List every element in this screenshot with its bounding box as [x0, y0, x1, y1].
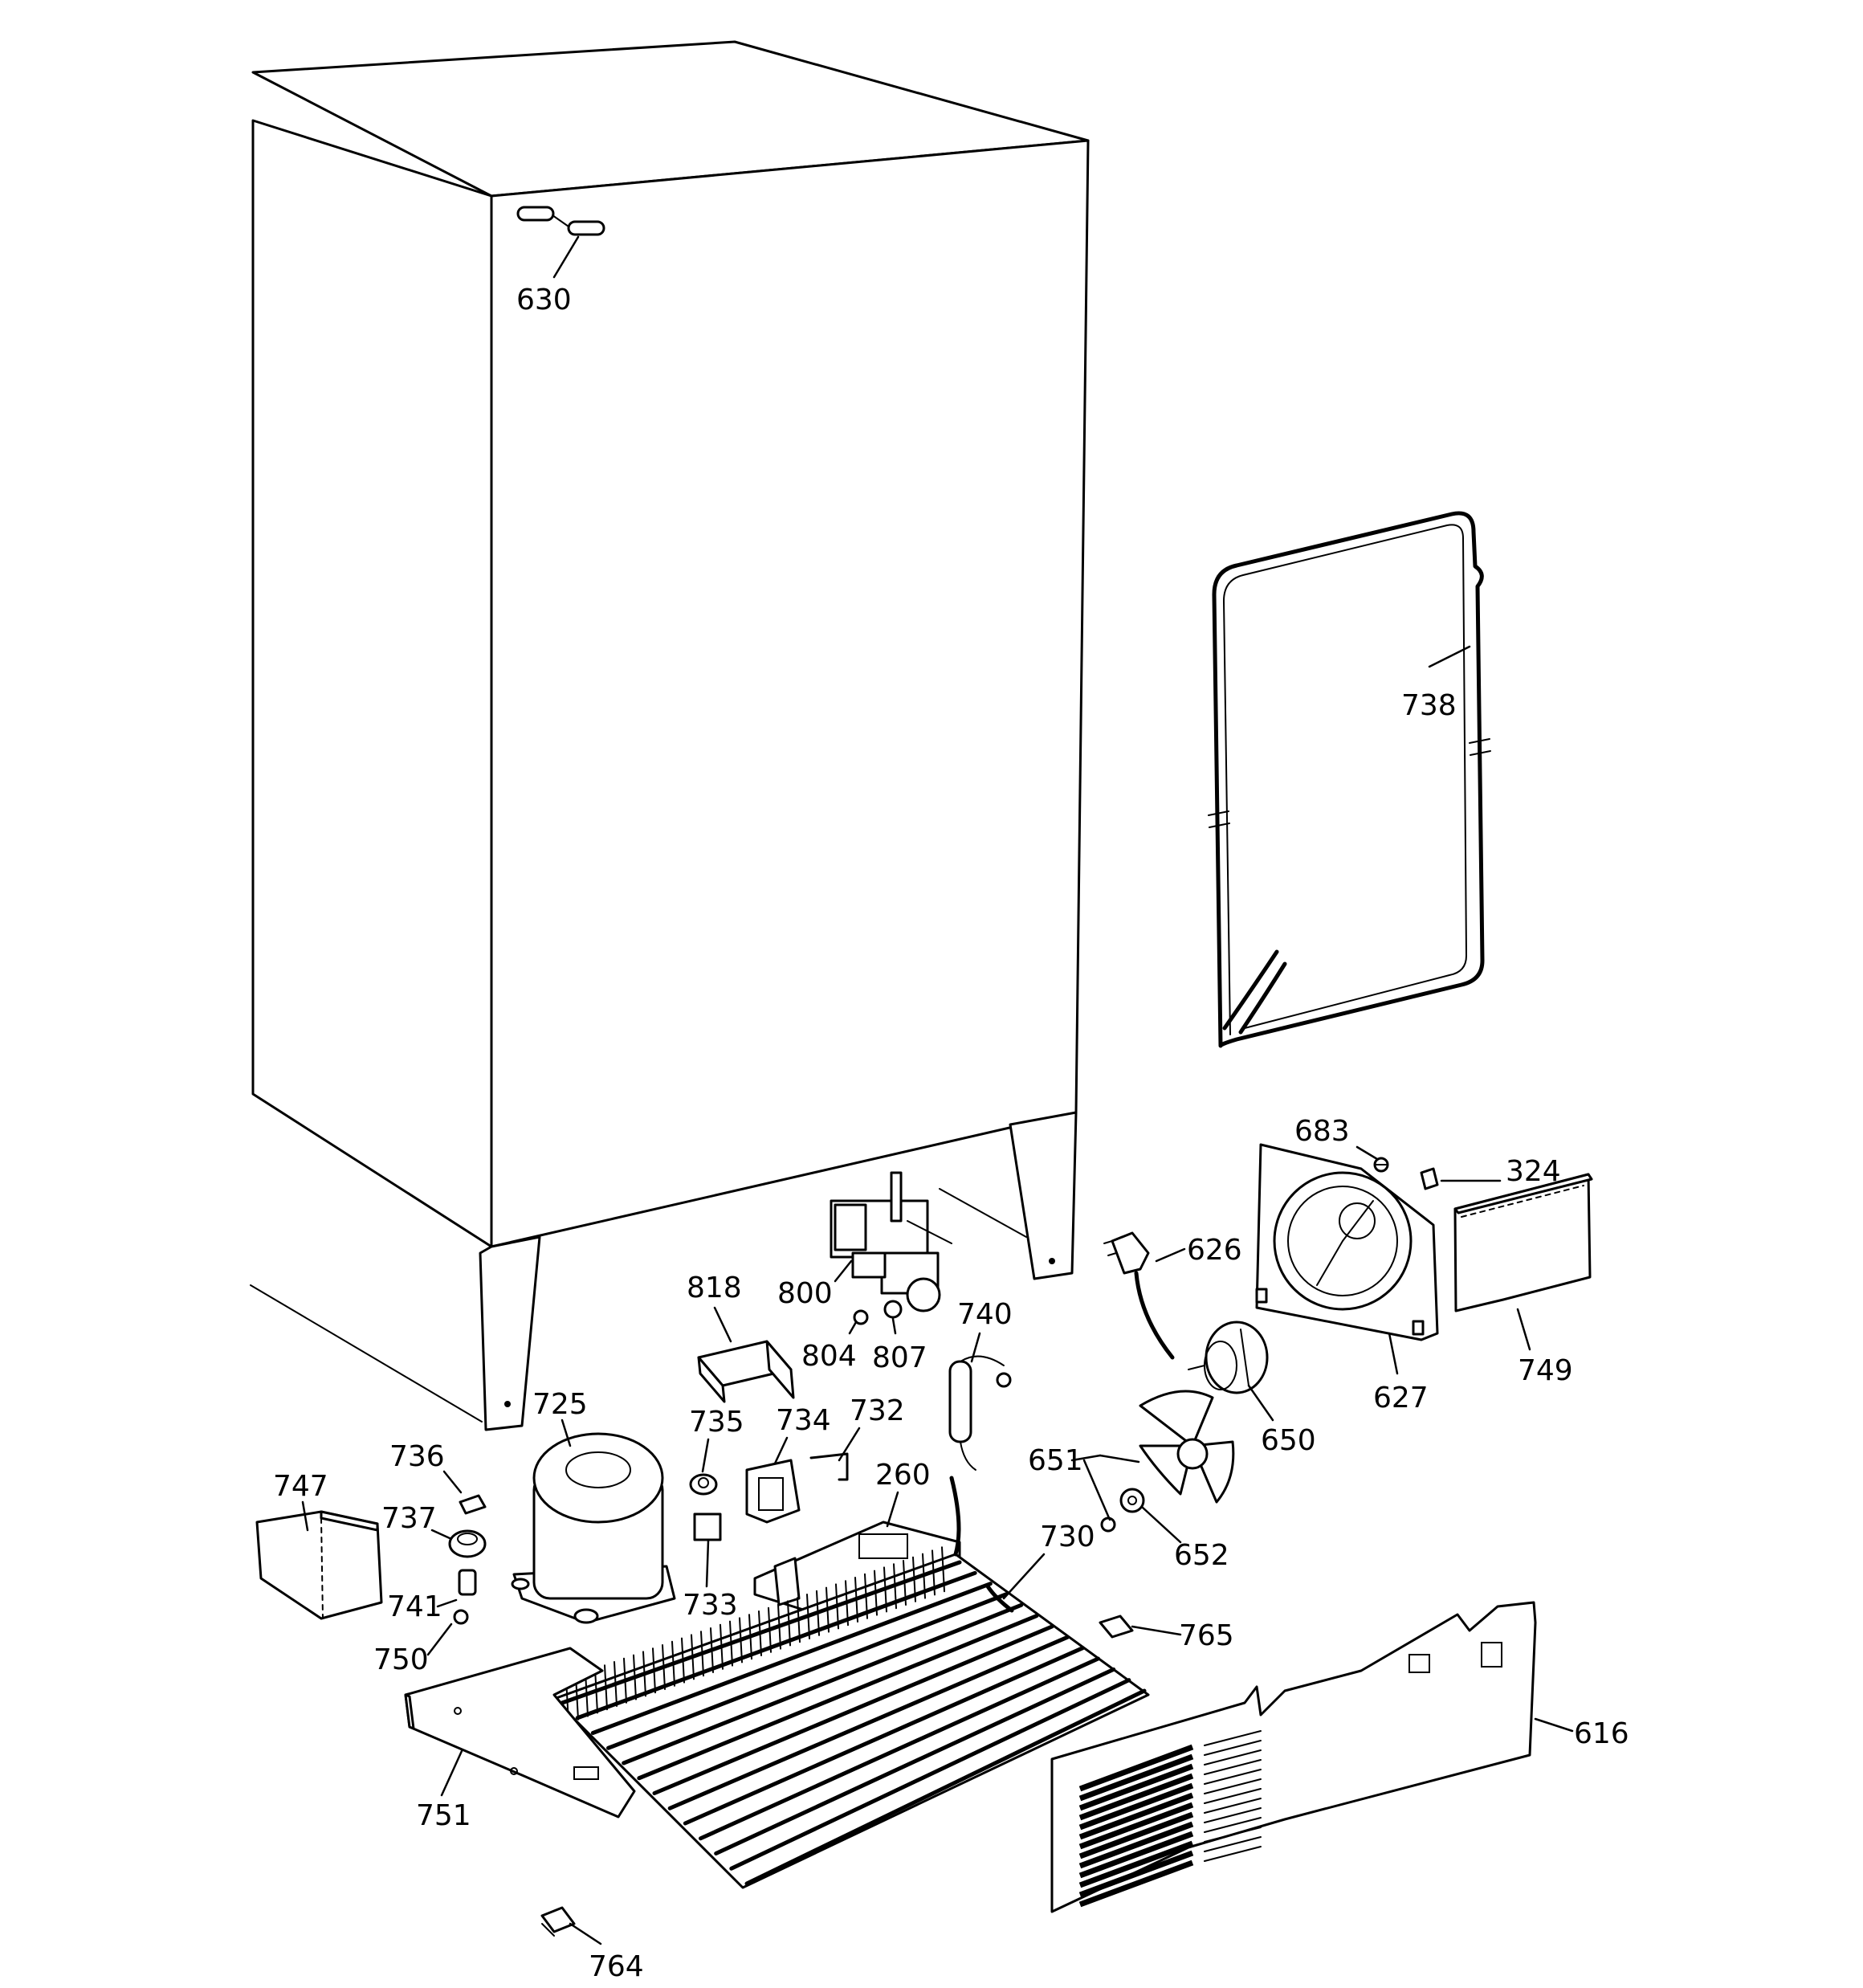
fitting-nut — [853, 1309, 869, 1325]
compressor-cover — [255, 1510, 383, 1620]
callout-616: 616 — [1574, 1717, 1629, 1750]
terminal-boot — [459, 1494, 487, 1515]
relay — [693, 1512, 722, 1541]
fitting-nut-2 — [883, 1300, 903, 1319]
callout-749: 749 — [1518, 1354, 1573, 1387]
refrigerator-cabinet — [250, 40, 1090, 1431]
callout-807: 807 — [872, 1341, 927, 1374]
callout-750: 750 — [373, 1643, 429, 1676]
overload-cover — [745, 1459, 801, 1524]
callout-651: 651 — [1028, 1444, 1083, 1477]
callout-741: 741 — [387, 1590, 442, 1623]
fan-motor — [1188, 1321, 1269, 1394]
door-gasket — [1208, 511, 1491, 1048]
clip-bottom — [540, 1906, 576, 1937]
callout-751: 751 — [416, 1799, 471, 1832]
screw — [1373, 1157, 1389, 1173]
callout-736: 736 — [389, 1440, 445, 1473]
callout-818: 818 — [687, 1272, 742, 1304]
leader-lines — [301, 235, 1574, 1945]
callout-738: 738 — [1401, 689, 1457, 722]
callout-626: 626 — [1187, 1234, 1242, 1267]
callout-734: 734 — [776, 1404, 831, 1437]
callout-630: 630 — [516, 284, 572, 316]
drier — [948, 1355, 1012, 1471]
callout-800: 800 — [777, 1277, 833, 1310]
callout-804: 804 — [801, 1340, 857, 1373]
nut — [1100, 1517, 1116, 1533]
callout-747: 747 — [273, 1470, 328, 1503]
fan-shroud — [1255, 1143, 1439, 1341]
callout-732: 732 — [850, 1394, 905, 1427]
clip — [1420, 1167, 1439, 1190]
water-valve — [830, 1171, 952, 1312]
condenser-coil — [552, 1476, 1150, 1889]
washer — [1119, 1488, 1145, 1513]
compressor — [511, 1432, 676, 1624]
clip-side — [1099, 1614, 1134, 1639]
access-panel — [1050, 1601, 1537, 1913]
cover-plate — [1453, 1173, 1593, 1312]
fan-blade — [1139, 1390, 1235, 1504]
callout-735: 735 — [689, 1406, 744, 1439]
bracket — [697, 1340, 795, 1403]
callout-730: 730 — [1040, 1521, 1095, 1553]
base-plate — [404, 1647, 636, 1819]
callout-765: 765 — [1179, 1619, 1234, 1652]
screw-2 — [453, 1609, 469, 1625]
callout-733: 733 — [683, 1589, 738, 1622]
callout-627: 627 — [1373, 1382, 1429, 1414]
power-cord — [1103, 1231, 1175, 1360]
callout-737: 737 — [381, 1502, 437, 1535]
callout-labels: 630 738 683 324 626 818 800 740 804 807 … — [273, 284, 1629, 1983]
callout-764: 764 — [589, 1950, 644, 1983]
grommet-2 — [448, 1529, 487, 1558]
callout-324: 324 — [1506, 1155, 1561, 1188]
callout-740: 740 — [957, 1298, 1013, 1331]
spacer — [458, 1569, 477, 1596]
callout-725: 725 — [532, 1388, 588, 1421]
callout-650: 650 — [1261, 1424, 1316, 1457]
grommet — [689, 1473, 718, 1496]
callout-260: 260 — [875, 1459, 931, 1492]
callout-683: 683 — [1294, 1115, 1350, 1148]
callout-652: 652 — [1174, 1539, 1229, 1572]
